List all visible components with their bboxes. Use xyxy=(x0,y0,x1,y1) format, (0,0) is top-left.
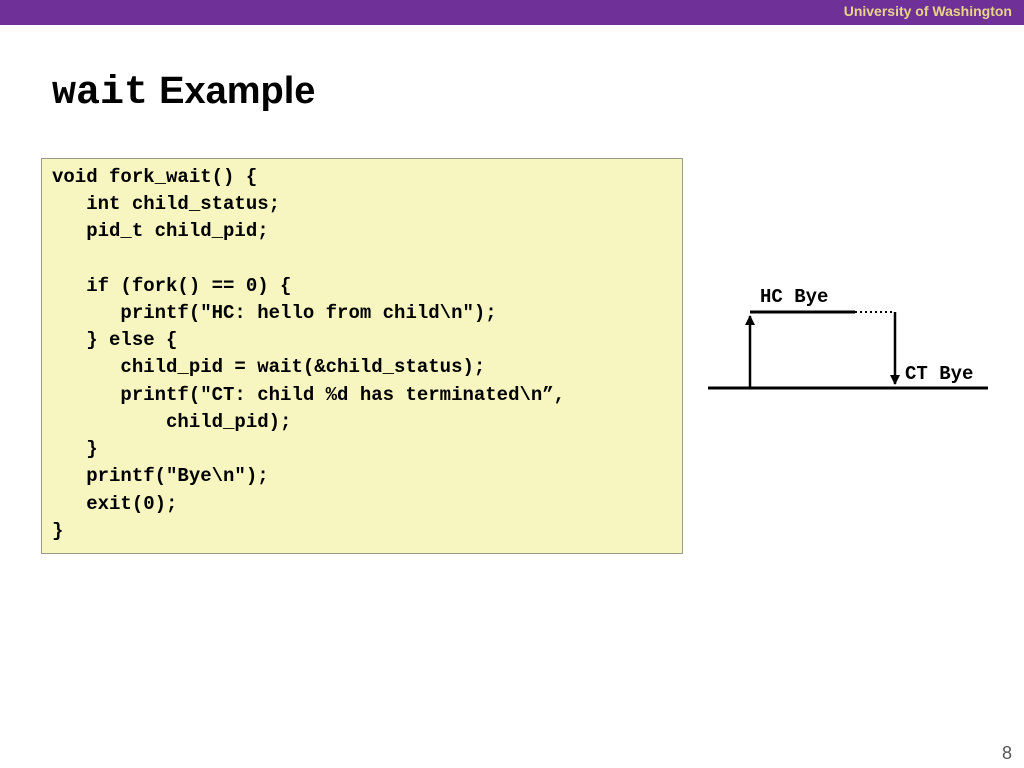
title-text: Example xyxy=(159,70,316,112)
code-line: } else { xyxy=(52,329,178,351)
code-line: exit(0); xyxy=(52,493,178,515)
parent-output-label: CT Bye xyxy=(905,363,974,385)
code-line: void fork_wait() { xyxy=(52,166,258,188)
code-line: int child_status; xyxy=(52,193,281,215)
code-line: printf("CT: child %d has terminated\n”, xyxy=(52,384,566,406)
process-graph: HC Bye CT Bye xyxy=(700,280,1000,410)
header-bar: University of Washington xyxy=(0,0,1024,25)
page-number: 8 xyxy=(1001,743,1012,763)
code-line: child_pid); xyxy=(52,411,292,433)
code-line: printf("HC: hello from child\n"); xyxy=(52,302,497,324)
organization-name: University of Washington xyxy=(843,3,1012,19)
title-code-word: wait xyxy=(52,71,149,116)
code-line: } xyxy=(52,438,98,460)
code-line: printf("Bye\n"); xyxy=(52,465,269,487)
process-graph-lines xyxy=(708,310,988,390)
code-block: void fork_wait() { int child_status; pid… xyxy=(41,158,683,554)
code-line: pid_t child_pid; xyxy=(52,220,269,242)
slide-title: wait Example xyxy=(52,64,315,120)
code-line: } xyxy=(52,520,64,542)
code-line: child_pid = wait(&child_status); xyxy=(52,356,486,378)
code-line: if (fork() == 0) { xyxy=(52,275,292,297)
child-output-label: HC Bye xyxy=(760,286,829,308)
